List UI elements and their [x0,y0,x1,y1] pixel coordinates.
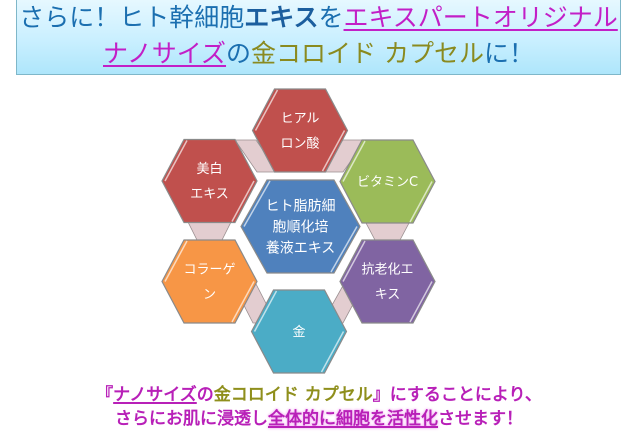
hex-anti-aging-extract-label: 抗老化エ [361,263,413,278]
footer-segment-underlined: ナノサイズ [113,385,197,405]
hex-vitamin-c: ビタミンC [339,139,436,224]
headline-segment: を [318,3,344,32]
hex-gold: 金 [250,289,348,374]
connector-4 [187,221,232,241]
headline-segment: の [226,39,252,68]
hex-center-stem-cell-extract-label: ヒト脂肪細 [266,199,336,215]
hex-center-stem-cell-extract-shape [240,179,361,274]
hex-hyaluronic-acid-label: ロン酸 [280,137,319,152]
hex-anti-aging-extract-label: キス [375,288,401,303]
footer-line-2: さらにお肌に浸透し全体的に細胞を活性化させます！ [0,407,638,431]
footer-segment-gold: 金コロイド カプセル [213,385,373,405]
hex-center-stem-cell-extract-label: 胞順化培 [273,220,329,236]
headline-segment-highlight: エキスパートオリジナル [343,3,618,32]
footer-segment: させます！ [438,409,523,429]
connector-1 [365,222,410,241]
hex-collagen-label: ン [203,288,216,303]
hex-collagen-label: コラーゲ [183,263,235,278]
footer-segment: 『 [96,385,114,405]
hex-whitening-extract-label: 美白 [196,161,222,177]
hex-hyaluronic-acid-label: ヒアル [281,112,320,127]
hex-whitening-extract-label: エキス [190,187,229,202]
headline-segment: さらに！ヒト幹細胞 [19,3,245,32]
hex-hyaluronic-acid-shape [251,88,349,173]
footer-message: 『ナノサイズの金コロイド カプセル』にすることにより、 さらにお肌に浸透し全体的… [0,383,638,431]
footer-segment: 』にすることにより、 [372,385,542,405]
hex-center-stem-cell-extract-label: 養液エキス [266,240,336,257]
hex-gold-shape [250,289,348,374]
headline-segment-highlight: ナノサイズ [103,39,227,68]
headline-segment-gold: 金コロイド カプセル [251,39,484,68]
headline-line-1: さらに！ヒト幹細胞エキスをエキスパートオリジナル [17,3,620,33]
hex-whitening-extract-shape [161,138,258,224]
footer-segment-highlight: 全体的に細胞を活性化 [268,409,438,429]
headline-banner: さらに！ヒト幹細胞エキスをエキスパートオリジナル ナノサイズの金コロイド カプセ… [16,0,621,75]
hex-vitamin-c-shape [339,139,436,224]
hex-anti-aging-extract-shape [339,239,436,324]
footer-segment: の [196,385,214,405]
headline-segment: に！ [483,39,534,68]
hex-gold-label: 金 [292,324,305,340]
headline-segment: エキス [244,3,319,32]
footer-segment: さらにお肌に浸透し [115,409,268,429]
headline-line-2: ナノサイズの金コロイド カプセルに！ [17,39,620,69]
hex-vitamin-c-label: ビタミンC [357,175,418,190]
hex-collagen-shape [161,239,258,324]
footer-line-1: 『ナノサイズの金コロイド カプセル』にすることにより、 [0,383,638,407]
